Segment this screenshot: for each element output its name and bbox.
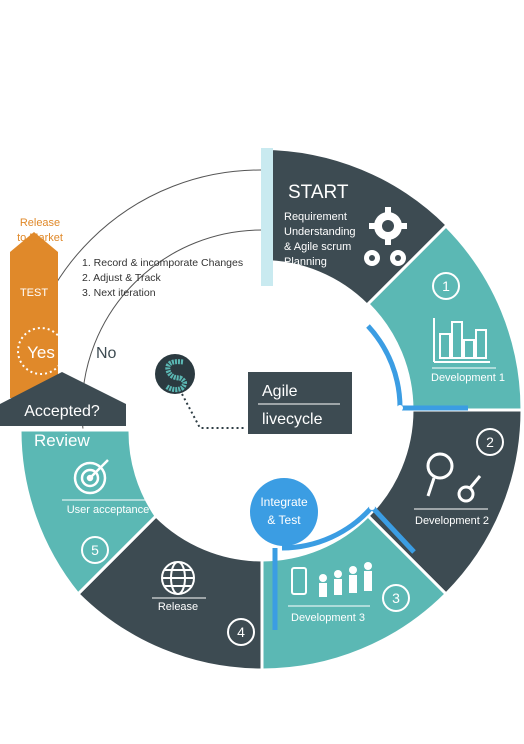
integrate-test-bubble[interactable] bbox=[250, 478, 318, 546]
start-line-4: Planning bbox=[284, 256, 327, 268]
step-4-badge bbox=[227, 618, 255, 646]
release-to-market-line-2: to Market bbox=[17, 232, 63, 244]
start-marker-bar bbox=[261, 148, 273, 286]
step-4-label: Release bbox=[158, 601, 198, 613]
review-label: Review bbox=[34, 431, 90, 450]
magnifier-people-icon bbox=[426, 452, 482, 503]
step-2-label: Development 2 bbox=[415, 515, 489, 527]
agile-logo-icon bbox=[155, 354, 195, 394]
step-2-number: 2 bbox=[486, 434, 494, 450]
step-1-label: Development 1 bbox=[431, 372, 505, 384]
center-title-line-2: livecycle bbox=[262, 411, 323, 428]
step-5-badge bbox=[81, 536, 109, 564]
center-title-line-1: Agile bbox=[262, 383, 298, 400]
blue-node-2 bbox=[369, 504, 375, 510]
device-team-icon bbox=[291, 562, 372, 597]
step-5-number: 5 bbox=[91, 542, 99, 558]
step-5-label: User acceptance bbox=[67, 504, 150, 516]
yes-badge bbox=[17, 327, 65, 375]
user-acceptance-segment[interactable] bbox=[18, 428, 158, 597]
step-1-badge bbox=[432, 272, 460, 300]
step-3-number: 3 bbox=[392, 590, 400, 606]
globe-icon bbox=[161, 561, 195, 595]
step-1-number: 1 bbox=[442, 278, 450, 294]
target-icon bbox=[73, 459, 109, 495]
accepted-label: Accepted? bbox=[24, 403, 100, 420]
test-label: TEST bbox=[20, 287, 48, 299]
release-to-market-line-1: Release bbox=[20, 217, 60, 229]
blue-arc-2 bbox=[281, 505, 374, 551]
gears-icon bbox=[364, 207, 407, 266]
blue-node-1 bbox=[397, 405, 403, 411]
step-3-label: Development 3 bbox=[291, 612, 365, 624]
agile-livecycle-box bbox=[248, 372, 352, 434]
integrate-label-1: Integrate bbox=[260, 495, 308, 509]
step-3-badge bbox=[382, 584, 410, 612]
start-line-3: & Agile scrum bbox=[284, 241, 351, 253]
start-title: START bbox=[288, 182, 349, 203]
step-2-badge bbox=[476, 428, 504, 456]
yes-label: Yes bbox=[27, 343, 55, 362]
changes-item-3: 3. Next iteration bbox=[82, 287, 156, 299]
integrate-label-2: & Test bbox=[267, 513, 301, 527]
blue-arc-1 bbox=[366, 324, 403, 409]
no-label: No bbox=[96, 345, 117, 362]
start-line-2: Understanding bbox=[284, 226, 356, 238]
changes-item-2: 2. Adjust & Track bbox=[82, 272, 162, 284]
step-4-number: 4 bbox=[237, 624, 245, 640]
start-line-1: Requirement bbox=[284, 211, 347, 223]
blue-connector-2 bbox=[370, 505, 416, 554]
logo-connector bbox=[181, 393, 244, 429]
accepted-box bbox=[0, 372, 126, 426]
changes-item-1: 1. Record & incomporate Changes bbox=[82, 257, 243, 269]
release-arrow bbox=[10, 232, 58, 398]
bar-chart-icon bbox=[433, 318, 490, 363]
